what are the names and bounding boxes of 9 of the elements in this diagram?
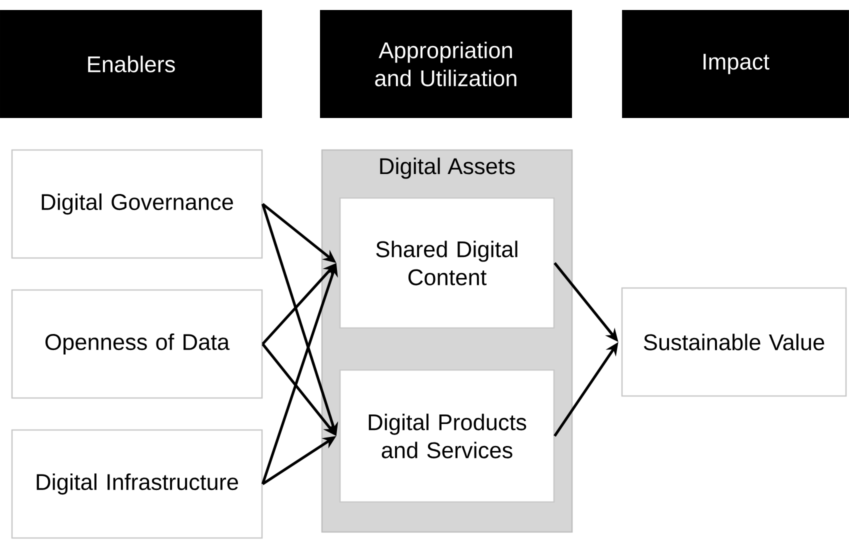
column-header: Enablers: [0, 10, 262, 118]
process-box: Sustainable Value: [621, 287, 847, 397]
process-box: Digital Products and Services: [339, 369, 555, 503]
column-header: Appropriation and Utilization: [320, 10, 572, 118]
process-box: Openness of Data: [11, 289, 263, 399]
process-box: Shared Digital Content: [339, 197, 555, 329]
process-box: Digital Infrastructure: [11, 429, 263, 539]
process-box: Digital Governance: [11, 149, 263, 259]
column-header: Impact: [622, 10, 849, 118]
